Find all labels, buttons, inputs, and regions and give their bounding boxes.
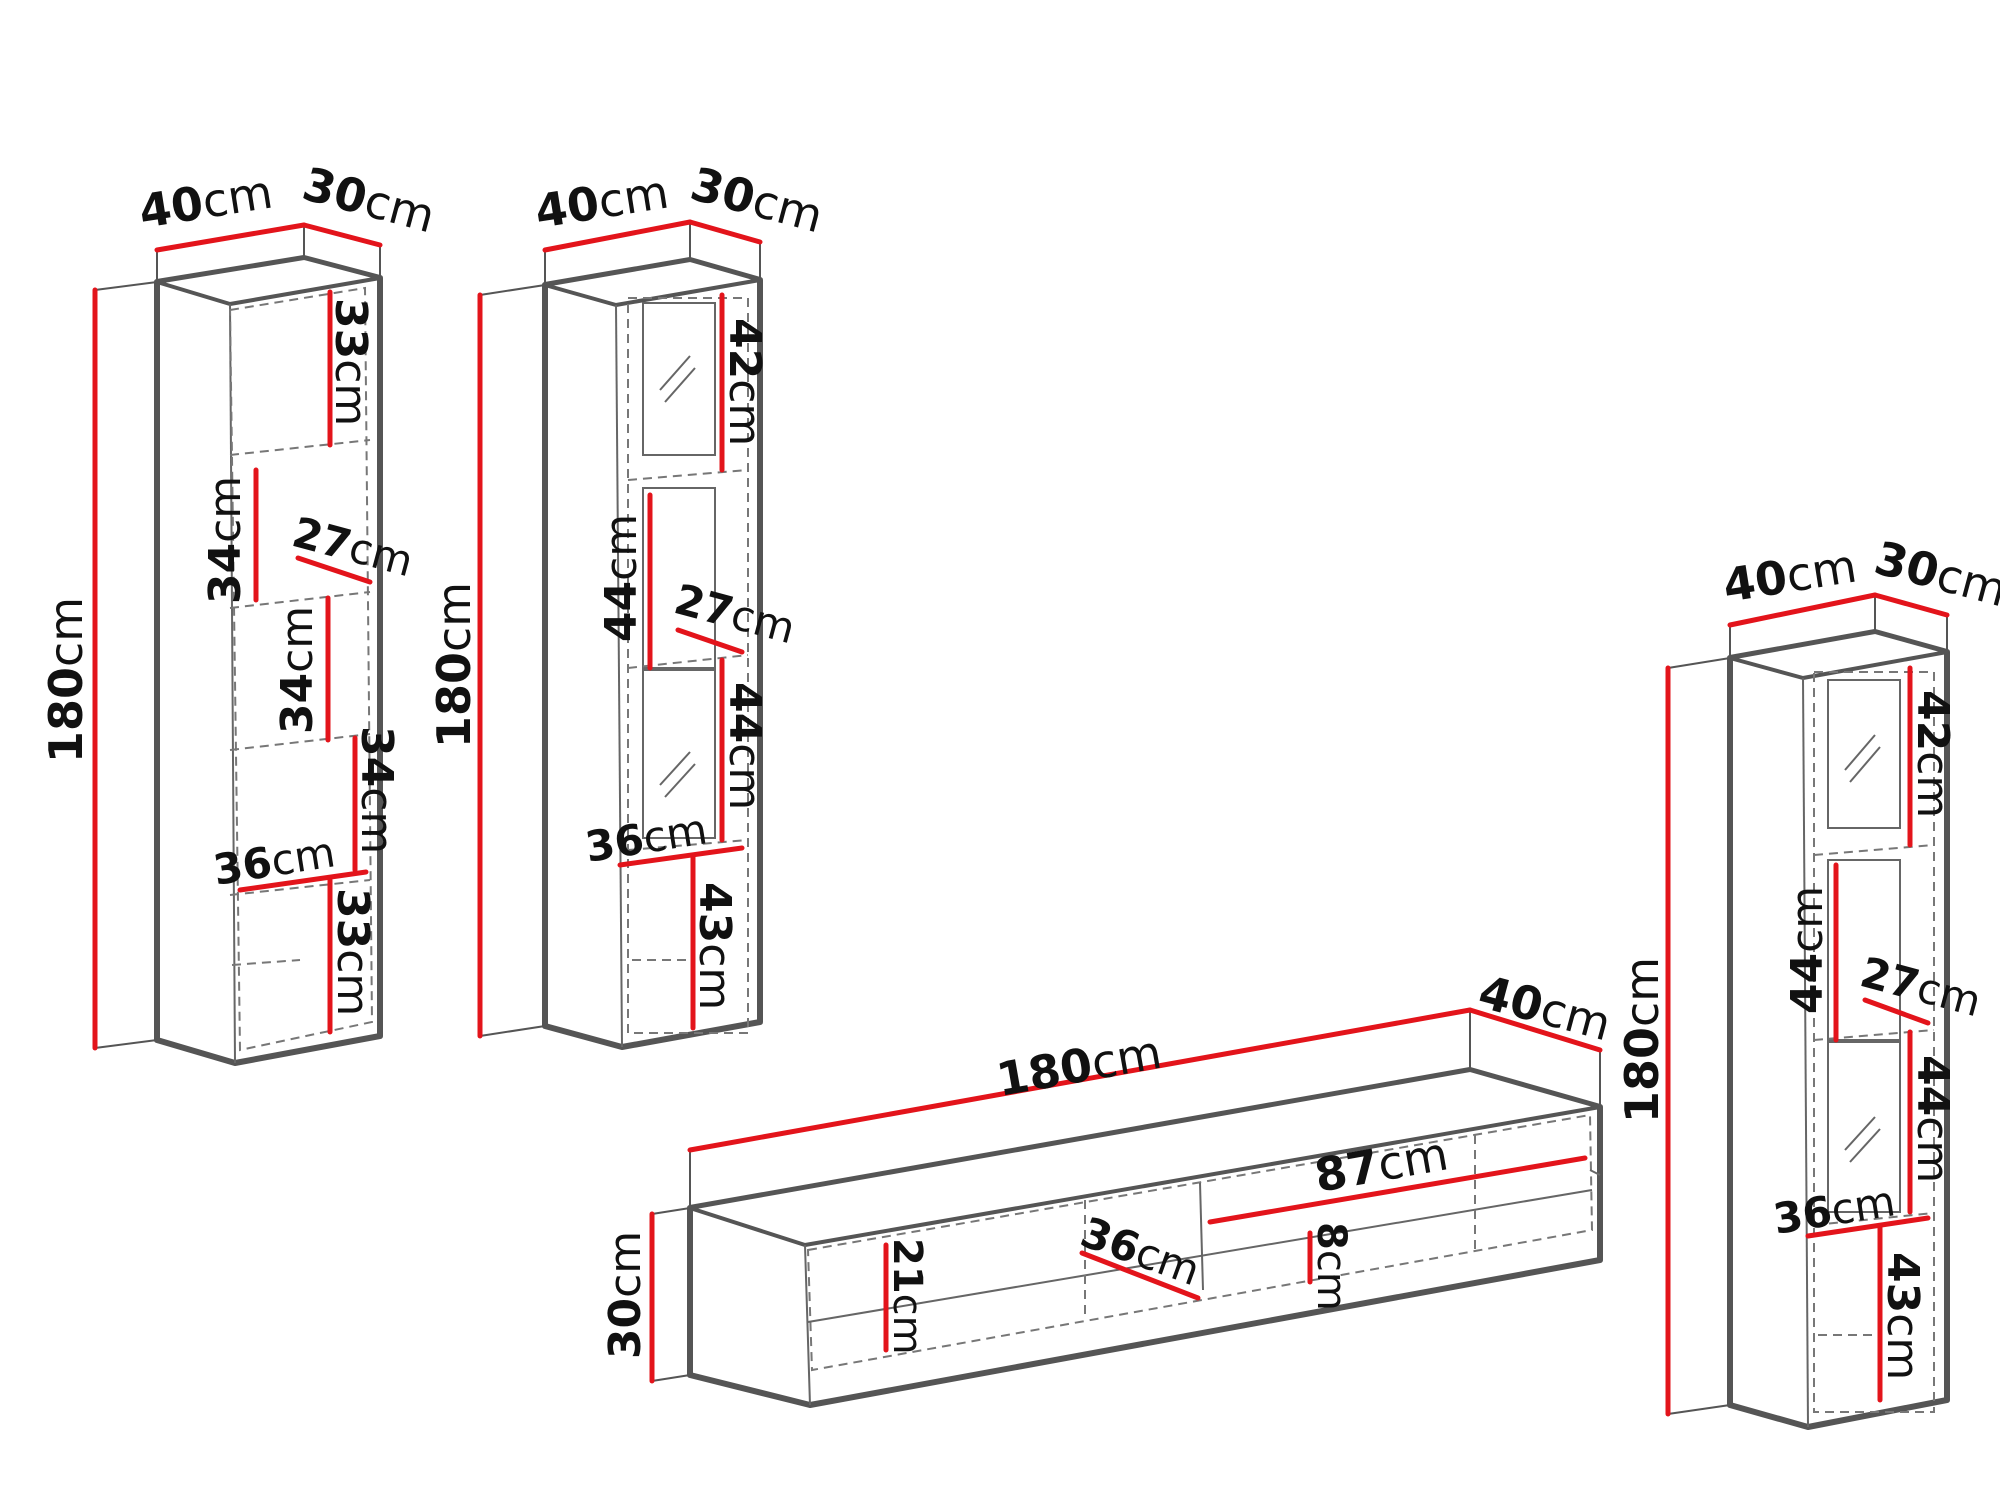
right-inner-width-line	[1805, 1215, 1931, 1239]
middle-glass-door-middle	[642, 487, 716, 669]
left-comp3-label: 34cm	[272, 606, 323, 734]
middle-glass-door-upper	[642, 302, 716, 456]
right-comp3-label: 44cm	[1907, 1055, 1958, 1183]
tv-stand: 180cm 40cm 30cm 87cm 8cm 21cm 36cm	[600, 964, 1617, 1408]
middle-inner-width-line	[617, 845, 745, 868]
middle-cabinet-front-edge	[615, 304, 623, 1048]
tv-drawer-width-label: 87cm	[1311, 1126, 1452, 1202]
middle-height-label: 180cm	[427, 582, 481, 748]
right-comp1-label: 42cm	[1907, 690, 1958, 818]
right-comp4-label: 43cm	[1877, 1252, 1928, 1380]
right-shelf-depth-line	[1862, 997, 1931, 1026]
tv-length-label: 180cm	[993, 1025, 1166, 1107]
tv-stand-front-panels	[806, 1113, 1601, 1372]
middle-shelf-depth-line	[675, 627, 745, 655]
left-height-label: 180cm	[39, 597, 93, 763]
right-width-line	[1727, 592, 1878, 628]
tv-compartment-height-label: 21cm	[884, 1238, 930, 1355]
right-height-label: 180cm	[1615, 957, 1669, 1123]
middle-depth-label: 30cm	[685, 156, 829, 243]
tv-depth-label: 40cm	[1473, 964, 1617, 1051]
left-cabinet-shelves	[229, 439, 371, 966]
left-width-line	[154, 222, 307, 253]
tv-compartment-depth-line	[1079, 1250, 1201, 1301]
right-cabinet-inner	[1813, 671, 1935, 1413]
middle-inner-width-label: 36cm	[582, 804, 711, 872]
right-cabinet-front-edge	[1802, 677, 1809, 1428]
tv-height-label: 30cm	[600, 1231, 651, 1359]
left-shelf-depth-line	[295, 555, 373, 585]
right-cabinet: 40cm 30cm 180cm 42cm 44cm 27cm 44cm 36cm…	[1615, 530, 2000, 1430]
right-depth-label: 30cm	[1869, 530, 2000, 617]
middle-cabinet: 40cm 30cm 180cm 42cm 44cm 27cm 44cm 36cm…	[427, 156, 829, 1050]
left-comp4-label: 34cm	[351, 726, 402, 854]
left-inner-width-line	[237, 869, 369, 893]
middle-comp3-label: 44cm	[719, 682, 770, 810]
right-inner-width-label: 36cm	[1770, 1176, 1899, 1244]
left-comp1-label: 33cm	[325, 298, 376, 426]
right-glass-door-upper	[1827, 679, 1901, 829]
tv-drawer-width-line	[1207, 1155, 1588, 1225]
right-comp2-label: 44cm	[1782, 886, 1833, 1014]
middle-width-line	[542, 219, 693, 253]
left-width-label: 40cm	[135, 165, 276, 239]
middle-cabinet-inner	[627, 297, 749, 1034]
right-width-label: 40cm	[1719, 539, 1860, 613]
tv-drawer-height-label: 8cm	[1308, 1222, 1354, 1311]
middle-glass-door-lower	[642, 669, 716, 839]
right-depth-line	[1872, 592, 1950, 618]
left-cabinet-inner	[228, 286, 374, 1052]
tv-stand-front-edge	[804, 1244, 811, 1406]
left-comp2-label: 34cm	[200, 476, 251, 604]
right-glass-door-lower	[1827, 1041, 1901, 1213]
middle-comp4-label: 43cm	[689, 882, 740, 1010]
left-comp5-label: 33cm	[327, 888, 378, 1016]
middle-comp2-label: 44cm	[596, 514, 647, 642]
left-depth-line	[301, 222, 383, 248]
right-glass-door-middle	[1827, 859, 1901, 1041]
left-cabinet: 40cm 30cm 180cm 33cm 34cm 27cm 34cm 34cm…	[39, 156, 441, 1066]
middle-comp1-label: 42cm	[719, 318, 770, 446]
middle-width-label: 40cm	[531, 165, 672, 239]
tv-length-line	[687, 1007, 1473, 1153]
tv-depth-line	[1467, 1007, 1603, 1053]
left-inner-width-label: 36cm	[210, 827, 339, 895]
middle-depth-line	[687, 219, 763, 245]
